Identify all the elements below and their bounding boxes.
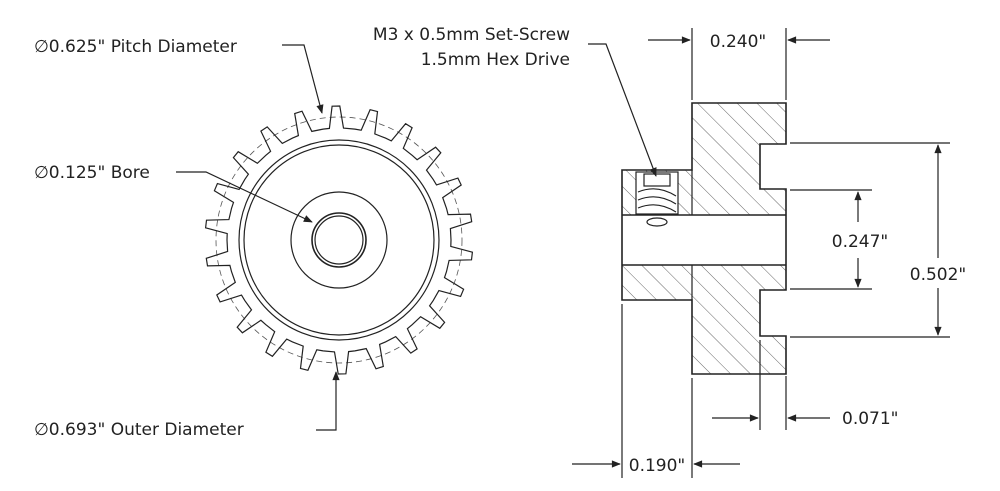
gear-width-dimension: 0.190" — [572, 304, 740, 478]
outer-diameter-leader — [316, 371, 340, 431]
bore-channel — [622, 215, 787, 265]
hub-circle-outer — [238, 139, 440, 341]
hub-height-dimension: 0.502" — [790, 142, 967, 338]
hub-width-value: 0.240" — [710, 32, 767, 52]
gear-section-view — [621, 102, 787, 375]
gear-front-view — [204, 105, 474, 375]
gear-tooth-outline — [204, 105, 474, 375]
recess-depth-dimension: 0.071" — [712, 340, 899, 430]
gear-width-value: 0.190" — [629, 456, 686, 476]
pitch-diameter-callout: ∅0.625" Pitch Diameter — [34, 37, 324, 114]
set-screw-leader — [588, 43, 657, 177]
hub-height-value: 0.502" — [910, 265, 967, 285]
pitch-circle — [215, 116, 463, 364]
bore-leader — [176, 171, 313, 223]
pitch-diameter-leader — [282, 44, 324, 114]
set-screw-thread — [637, 188, 677, 213]
bore-circle — [311, 212, 367, 268]
set-screw-label-line1: M3 x 0.5mm Set-Screw — [373, 25, 570, 45]
recess-top — [760, 144, 787, 189]
hub-circle-inner — [243, 144, 435, 336]
hub-width-dimension: 0.240" — [648, 28, 830, 100]
bore-callout: ∅0.125" Bore — [34, 163, 313, 223]
bore-height-value: 0.247" — [832, 232, 889, 252]
bore-label: ∅0.125" Bore — [34, 163, 150, 183]
bore-height-dimension: 0.247" — [790, 189, 889, 290]
outer-diameter-label: ∅0.693" Outer Diameter — [34, 420, 244, 440]
pitch-diameter-label: ∅0.625" Pitch Diameter — [34, 37, 237, 57]
recess-depth-value: 0.071" — [842, 409, 899, 429]
boss-bottom-hatch — [622, 265, 692, 300]
outer-diameter-callout: ∅0.693" Outer Diameter — [34, 371, 340, 440]
boss-circle — [290, 191, 388, 289]
set-screw-label-line2: 1.5mm Hex Drive — [421, 50, 570, 70]
set-screw-tip — [646, 217, 668, 227]
recess-bottom — [760, 290, 787, 336]
bore-circle-inner — [314, 215, 364, 265]
hex-drive-icon — [643, 173, 671, 187]
section-outline — [621, 102, 787, 375]
set-screw-callout: M3 x 0.5mm Set-Screw 1.5mm Hex Drive — [373, 25, 657, 177]
set-screw — [635, 171, 679, 227]
